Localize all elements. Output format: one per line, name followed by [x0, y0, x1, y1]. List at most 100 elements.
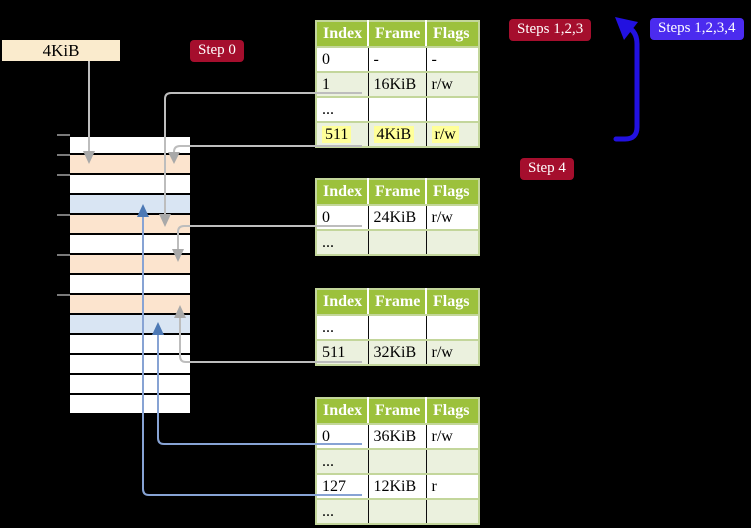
cell-index: 1: [316, 71, 368, 98]
table-row: 0 36KiB r/w: [316, 423, 479, 450]
memory-row-peach: [70, 155, 190, 175]
cell-index: ...: [316, 448, 368, 475]
badge-step-0: Step 0: [190, 40, 244, 62]
cell-frame: 4KiB: [367, 121, 426, 148]
cell-frame: [367, 314, 426, 341]
highlighted-value: r/w: [431, 125, 459, 143]
table-header-row: Index Frame Flags: [316, 179, 479, 206]
table-header-row: Index Frame Flags: [316, 21, 479, 48]
memory-row-white: [70, 235, 190, 255]
table-row: 1 16KiB r/w: [316, 71, 479, 98]
page-table-3: Index Frame Flags ... 511 32KiB r/w: [315, 288, 480, 366]
memory-tick: [57, 214, 70, 216]
badge-step-4: Step 4: [520, 158, 574, 180]
cell-frame: [367, 498, 426, 525]
memory-row-peach: [70, 295, 190, 315]
memory-row-white: [70, 355, 190, 375]
frame-size-label: 4KiB: [2, 40, 120, 61]
cell-flags: [425, 498, 479, 525]
arrow-t1-row511-to-frame: [168, 145, 362, 164]
cell-index: 0: [316, 46, 368, 73]
cell-flags: r/w: [425, 423, 479, 450]
cell-flags: r/w: [425, 71, 479, 98]
memory-row-white: [70, 335, 190, 355]
memory-row-peach: [70, 255, 190, 275]
table-row: 0 24KiB r/w: [316, 204, 479, 231]
table-row: ...: [316, 314, 479, 341]
table-header-row: Index Frame Flags: [316, 289, 479, 316]
cell-flags: r/w: [425, 339, 479, 366]
page-table-1: Index Frame Flags 0 - - 1 16KiB r/w ... …: [315, 20, 480, 148]
badge-steps-1-2-3: Steps 1,2,3: [509, 19, 592, 41]
cell-index: 511: [316, 121, 368, 148]
memory-tick: [57, 254, 70, 256]
memory-row-white: [70, 375, 190, 395]
col-header-frame: Frame: [367, 398, 426, 425]
cell-flags: [425, 229, 479, 256]
memory-row-blue: [70, 195, 190, 215]
col-header-flags: Flags: [425, 398, 479, 425]
frame-size-label-text: 4KiB: [42, 40, 80, 60]
table-row: 0 - -: [316, 46, 479, 73]
col-header-frame: Frame: [367, 179, 426, 206]
col-header-index: Index: [316, 21, 368, 48]
highlighted-value: 4KiB: [373, 125, 415, 143]
memory-row-white: [70, 275, 190, 295]
cell-frame: [367, 96, 426, 123]
table-row: ...: [316, 498, 479, 525]
cell-flags: [425, 448, 479, 475]
cell-flags: [425, 314, 479, 341]
memory-row-peach: [70, 215, 190, 235]
cell-index: ...: [316, 229, 368, 256]
col-header-flags: Flags: [425, 289, 479, 316]
col-header-index: Index: [316, 179, 368, 206]
col-header-flags: Flags: [425, 21, 479, 48]
cell-frame: [367, 448, 426, 475]
cell-index: 0: [316, 204, 368, 231]
memory-row-white: [70, 395, 190, 415]
cell-frame: [367, 229, 426, 256]
cell-index: 511: [316, 339, 368, 366]
table-row: 127 12KiB r: [316, 473, 479, 500]
page-table-2: Index Frame Flags 0 24KiB r/w ...: [315, 178, 480, 256]
cell-frame: 16KiB: [367, 71, 426, 98]
table-row: ...: [316, 96, 479, 123]
col-header-index: Index: [316, 289, 368, 316]
table-row: 511 32KiB r/w: [316, 339, 479, 366]
cell-frame: 32KiB: [367, 339, 426, 366]
cell-frame: -: [367, 46, 426, 73]
memory-tick: [57, 154, 70, 156]
cell-index: ...: [316, 498, 368, 525]
memory-tick: [57, 294, 70, 296]
col-header-flags: Flags: [425, 179, 479, 206]
cell-index: ...: [316, 96, 368, 123]
memory-stack: [70, 135, 190, 415]
cell-flags: -: [425, 46, 479, 73]
cell-frame: 24KiB: [367, 204, 426, 231]
cell-flags: r/w: [425, 204, 479, 231]
memory-row-white: [70, 135, 190, 155]
memory-tick: [57, 134, 70, 136]
cell-index: 127: [316, 473, 368, 500]
page-table-4: Index Frame Flags 0 36KiB r/w ... 127 12…: [315, 397, 480, 525]
cell-index: ...: [316, 314, 368, 341]
cell-flags: r: [425, 473, 479, 500]
cell-flags: r/w: [425, 121, 479, 148]
highlighted-value: 511: [322, 125, 352, 143]
table-row: ...: [316, 229, 479, 256]
badge-steps-1-2-3-4: Steps 1,2,3,4: [650, 18, 744, 40]
loop-arrow-steps: [613, 17, 640, 142]
table-row: ...: [316, 448, 479, 475]
cell-index: 0: [316, 423, 368, 450]
table-row-highlighted: 511 4KiB r/w: [316, 121, 479, 148]
col-header-frame: Frame: [367, 289, 426, 316]
table-header-row: Index Frame Flags: [316, 398, 479, 425]
cell-frame: 36KiB: [367, 423, 426, 450]
cell-frame: 12KiB: [367, 473, 426, 500]
col-header-index: Index: [316, 398, 368, 425]
memory-row-white: [70, 175, 190, 195]
memory-row-blue: [70, 315, 190, 335]
cell-flags: [425, 96, 479, 123]
memory-tick: [57, 174, 70, 176]
